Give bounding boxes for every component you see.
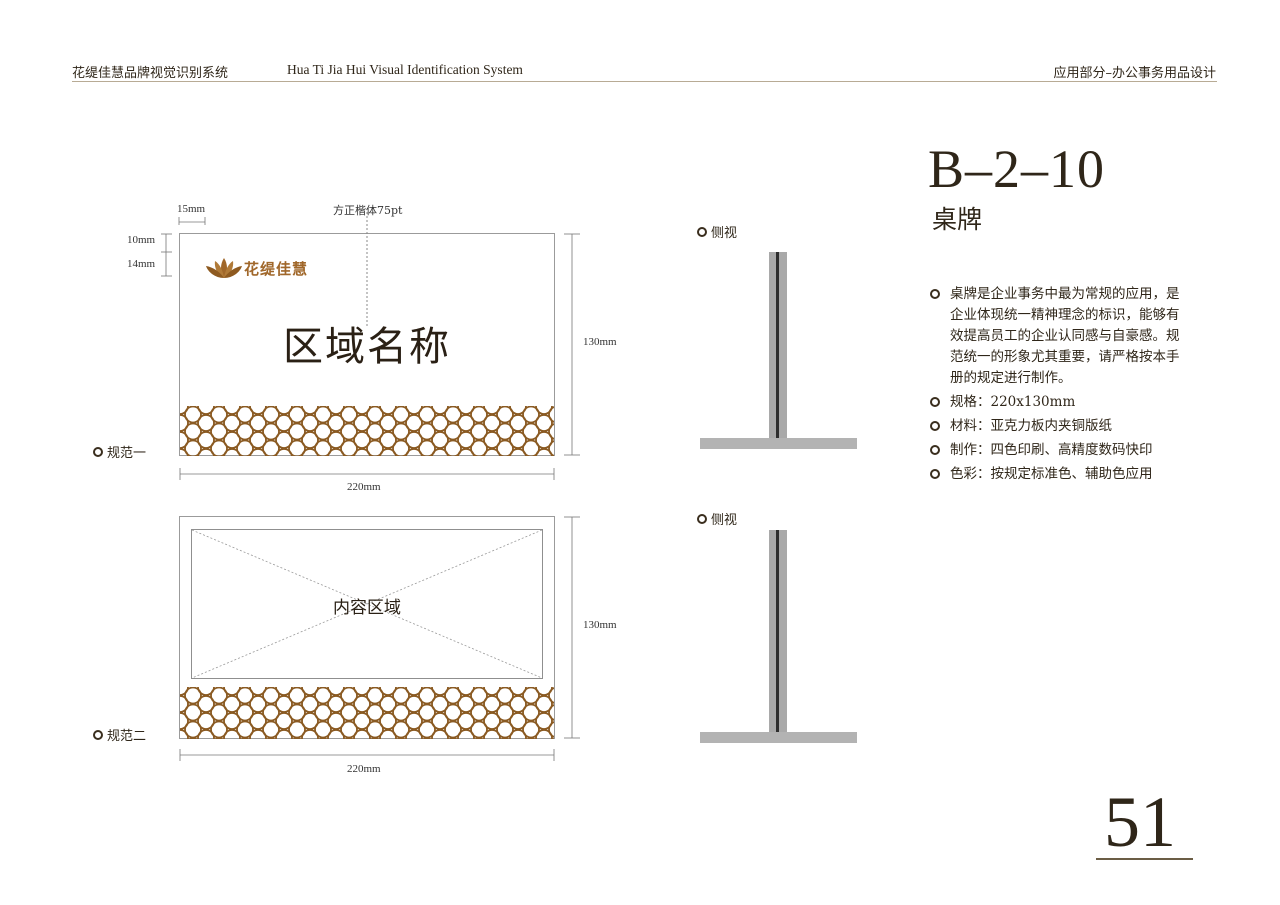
spec-one-label: 规范一 bbox=[93, 442, 146, 461]
spec-two-label: 规范二 bbox=[93, 725, 146, 744]
dim-height-line-2 bbox=[564, 516, 580, 739]
dim-logo-height: 14mm bbox=[127, 258, 156, 270]
bullet-icon bbox=[930, 421, 940, 431]
font-note: 方正楷体75pt bbox=[333, 204, 403, 217]
spec-item-size: 规格：220x130mm bbox=[930, 392, 1220, 413]
bullet-icon bbox=[930, 445, 940, 455]
bullet-icon bbox=[93, 729, 103, 740]
description-line: 范统一的形象尤其重要，请严格按本手 bbox=[950, 349, 1180, 365]
dim-vertical-ticks bbox=[161, 233, 172, 277]
description-line: 册的规定进行制作。 bbox=[950, 370, 1072, 386]
spec-item-production: 制作：四色印刷、高精度数码快印 bbox=[930, 440, 1220, 461]
side-view-base-1 bbox=[700, 438, 857, 449]
bullet-icon bbox=[930, 397, 940, 407]
dim-left-margin-line bbox=[178, 217, 206, 225]
side-view-core-2 bbox=[776, 530, 779, 733]
spec-item-color: 色彩：按规定标准色、辅助色应用 bbox=[930, 464, 1220, 485]
dim-height-1: 130mm bbox=[583, 336, 617, 348]
description-line: 效提高员工的企业认同感与自豪感。规 bbox=[950, 328, 1180, 344]
dim-width-line-2 bbox=[179, 749, 555, 761]
spec-name: 桌牌 bbox=[932, 205, 983, 234]
font-note-leader bbox=[366, 212, 368, 328]
dim-width-line-1 bbox=[179, 468, 555, 480]
spec-code: B–2–10 bbox=[928, 139, 1106, 199]
desk-card-2: 内容区域 bbox=[179, 516, 555, 739]
page-number-rule bbox=[1096, 858, 1193, 860]
side-view-label-2: 侧视 bbox=[697, 509, 737, 528]
side-view-core-1 bbox=[776, 252, 779, 439]
content-area-box: 内容区域 bbox=[191, 529, 543, 679]
lattice-pattern-2 bbox=[180, 687, 554, 739]
region-name-text: 区域名称 bbox=[283, 324, 451, 370]
header-rule bbox=[72, 81, 1217, 82]
bullet-icon bbox=[697, 513, 707, 524]
desk-card-1: 花缇佳慧 区域名称 bbox=[179, 212, 555, 456]
header-title-cn: 花缇佳慧品牌视觉识别系统 bbox=[72, 66, 229, 81]
dim-top-margin: 10mm bbox=[127, 234, 156, 246]
dim-height-line-1 bbox=[564, 233, 580, 456]
dim-left-margin: 15mm bbox=[177, 203, 206, 215]
header-title-en: Hua Ti Jia Hui Visual Identification Sys… bbox=[287, 62, 523, 77]
dim-width-1: 220mm bbox=[347, 481, 381, 493]
content-area-cross bbox=[192, 530, 542, 678]
description-line: 企业体现统一精神理念的标识，能够有 bbox=[950, 307, 1180, 323]
bullet-icon bbox=[697, 226, 707, 237]
dim-height-2: 130mm bbox=[583, 619, 617, 631]
bullet-icon bbox=[930, 469, 940, 479]
side-view-label-1: 侧视 bbox=[697, 222, 737, 241]
content-area-label: 内容区域 bbox=[333, 598, 401, 618]
page-number: 51 bbox=[1104, 782, 1176, 862]
side-view-base-2 bbox=[700, 732, 857, 743]
lotus-logo-icon bbox=[206, 258, 242, 278]
bullet-icon bbox=[93, 446, 103, 457]
spec-item-material: 材料：亚克力板内夹铜版纸 bbox=[930, 416, 1220, 437]
description-line: 桌牌是企业事务中最为常规的应用，是 bbox=[950, 286, 1180, 302]
spec-description: 桌牌是企业事务中最为常规的应用，是 企业体现统一精神理念的标识，能够有 效提高员… bbox=[930, 284, 1220, 485]
header-section: 应用部分–办公事务用品设计 bbox=[1053, 66, 1216, 81]
description-paragraph: 桌牌是企业事务中最为常规的应用，是 企业体现统一精神理念的标识，能够有 效提高员… bbox=[930, 284, 1220, 389]
dim-width-2: 220mm bbox=[347, 763, 381, 775]
bullet-icon bbox=[930, 289, 940, 299]
brand-logo-text: 花缇佳慧 bbox=[244, 260, 309, 278]
lattice-pattern bbox=[180, 406, 554, 456]
